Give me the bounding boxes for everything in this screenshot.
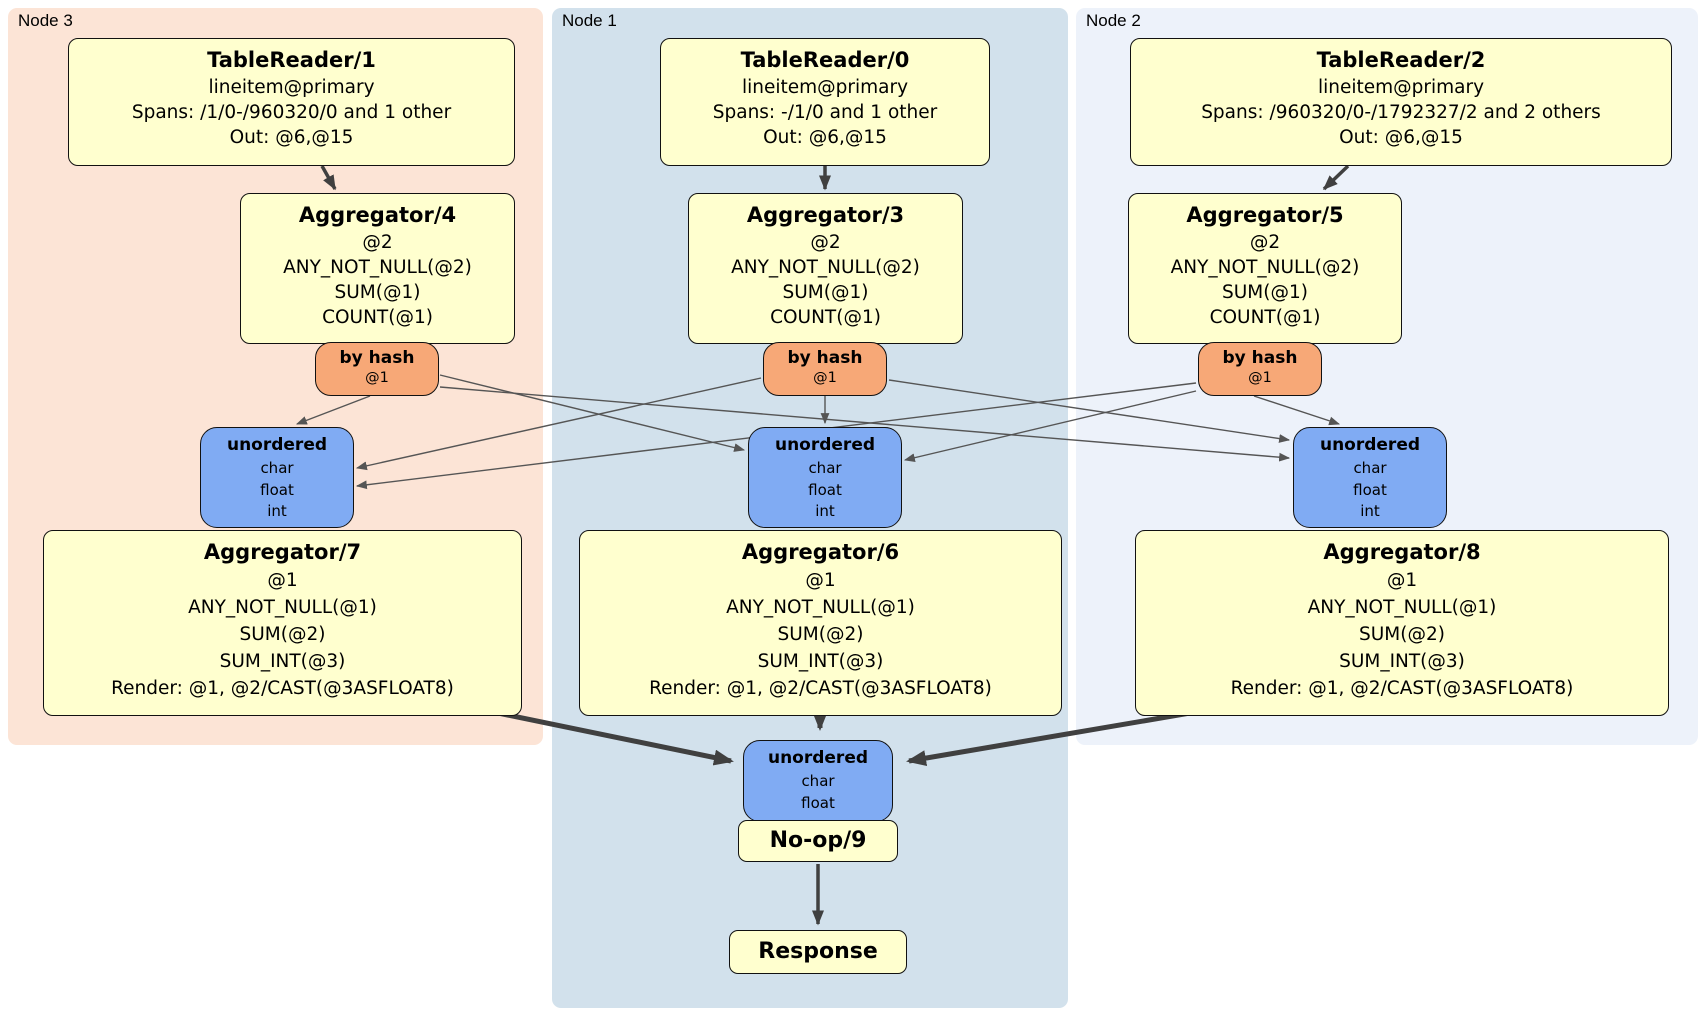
unordered-sync-center-title: unordered (774, 435, 876, 455)
aggregator-7-group: @1 (267, 570, 298, 591)
aggregator-4-title: Aggregator/4 (298, 203, 457, 227)
unordered-sync-center-type2: float (808, 480, 842, 499)
tablereader-0-title: TableReader/0 (740, 48, 910, 72)
tablereader-0-out: Out: @6,@15 (763, 127, 887, 148)
aggregator-4-fn2: SUM(@1) (334, 282, 421, 303)
aggregator-7-render: Render: @1, @2/CAST(@3ASFLOAT8) (111, 678, 454, 699)
unordered-sync-right-title: unordered (1319, 435, 1421, 455)
hash-router-right: by hash @1 (1198, 342, 1322, 396)
aggregator-7-fn1: ANY_NOT_NULL(@1) (188, 597, 377, 618)
hash-router-right-key: @1 (1248, 370, 1272, 386)
node1-label: Node 1 (562, 11, 617, 30)
aggregator-3-group: @2 (810, 232, 841, 253)
unordered-sync-left-type2: float (260, 480, 294, 499)
aggregator-8-group: @1 (1386, 570, 1418, 591)
aggregator-7-box: Aggregator/7 @1 ANY_NOT_NULL(@1) SUM(@2)… (43, 530, 522, 716)
hash-router-left-key: @1 (365, 370, 389, 386)
hash-router-left: by hash @1 (315, 342, 439, 396)
aggregator-4-box: Aggregator/4 @2 ANY_NOT_NULL(@2) SUM(@1)… (240, 193, 515, 344)
noop-9-title: No-op/9 (769, 828, 867, 853)
unordered-sync-center-type1: char (808, 459, 842, 477)
final-unordered-sync-type1: char (801, 772, 835, 790)
aggregator-6-render: Render: @1, @2/CAST(@3ASFLOAT8) (649, 678, 992, 699)
tablereader-1-spans: Spans: /1/0-/960320/0 and 1 other (131, 102, 452, 123)
aggregator-6-group: @1 (805, 570, 836, 591)
node2-label: Node 2 (1086, 11, 1141, 30)
aggregator-3-fn1: ANY_NOT_NULL(@2) (731, 257, 920, 278)
aggregator-8-fn2: SUM(@2) (1359, 624, 1445, 645)
aggregator-7-fn2: SUM(@2) (239, 624, 326, 645)
aggregator-5-group: @2 (1249, 232, 1281, 253)
tablereader-2-spans: Spans: /960320/0-/1792327/2 and 2 others (1201, 102, 1601, 123)
hash-router-center-title: by hash (787, 348, 863, 368)
aggregator-5-fn1: ANY_NOT_NULL(@2) (1170, 257, 1360, 278)
aggregator-5-box: Aggregator/5 @2 ANY_NOT_NULL(@2) SUM(@1)… (1128, 193, 1402, 344)
hash-router-center: by hash @1 (763, 342, 887, 396)
tablereader-0-spans: Spans: -/1/0 and 1 other (712, 102, 938, 123)
aggregator-7-title: Aggregator/7 (203, 540, 362, 564)
aggregator-5-title: Aggregator/5 (1186, 203, 1344, 227)
aggregator-3-fn2: SUM(@1) (782, 282, 869, 303)
aggregator-4-fn1: ANY_NOT_NULL(@2) (283, 257, 472, 278)
tablereader-1-box: TableReader/1 lineitem@primary Spans: /1… (68, 38, 515, 166)
tablereader-1-index: lineitem@primary (208, 77, 375, 98)
response-title: Response (758, 939, 878, 964)
aggregator-8-fn1: ANY_NOT_NULL(@1) (1307, 597, 1497, 618)
aggregator-3-title: Aggregator/3 (746, 203, 905, 227)
unordered-sync-left-title: unordered (226, 435, 328, 455)
tablereader-2-out: Out: @6,@15 (1339, 127, 1463, 148)
unordered-sync-left: unordered char float int (200, 427, 354, 528)
unordered-sync-left-type3: int (267, 502, 287, 520)
aggregator-8-title: Aggregator/8 (1323, 540, 1481, 564)
tablereader-1-out: Out: @6,@15 (229, 127, 354, 148)
aggregator-3-fn3: COUNT(@1) (770, 307, 881, 328)
tablereader-2-box: TableReader/2 lineitem@primary Spans: /9… (1130, 38, 1672, 166)
aggregator-4-group: @2 (362, 232, 393, 253)
aggregator-6-fn3: SUM_INT(@3) (757, 651, 884, 672)
unordered-sync-right-type1: char (1353, 459, 1387, 477)
unordered-sync-right-type3: int (1360, 502, 1380, 520)
final-unordered-sync: unordered char float (743, 740, 893, 822)
unordered-sync-center-type3: int (815, 502, 835, 520)
aggregator-7-fn3: SUM_INT(@3) (219, 651, 346, 672)
unordered-sync-right-type2: float (1353, 480, 1387, 499)
noop-9-box: No-op/9 (738, 820, 898, 862)
aggregator-8-render: Render: @1, @2/CAST(@3ASFLOAT8) (1230, 678, 1574, 699)
tablereader-2-index: lineitem@primary (1317, 77, 1485, 98)
aggregator-6-fn1: ANY_NOT_NULL(@1) (726, 597, 915, 618)
aggregator-5-fn2: SUM(@1) (1222, 282, 1308, 303)
unordered-sync-left-type1: char (260, 459, 294, 477)
tablereader-2-title: TableReader/2 (1316, 48, 1486, 72)
tablereader-0-box: TableReader/0 lineitem@primary Spans: -/… (660, 38, 990, 166)
final-unordered-sync-title: unordered (767, 748, 869, 768)
unordered-sync-right: unordered char float int (1293, 427, 1447, 528)
aggregator-6-box: Aggregator/6 @1 ANY_NOT_NULL(@1) SUM(@2)… (579, 530, 1062, 716)
aggregator-8-fn3: SUM_INT(@3) (1339, 651, 1465, 672)
aggregator-6-title: Aggregator/6 (741, 540, 900, 564)
hash-router-left-title: by hash (339, 348, 415, 368)
response-box: Response (729, 930, 907, 974)
aggregator-8-box: Aggregator/8 @1 ANY_NOT_NULL(@1) SUM(@2)… (1135, 530, 1669, 716)
aggregator-3-box: Aggregator/3 @2 ANY_NOT_NULL(@2) SUM(@1)… (688, 193, 963, 344)
aggregator-5-fn3: COUNT(@1) (1209, 307, 1321, 328)
tablereader-1-title: TableReader/1 (207, 48, 376, 72)
aggregator-4-fn3: COUNT(@1) (322, 307, 433, 328)
hash-router-right-title: by hash (1222, 348, 1298, 368)
aggregator-6-fn2: SUM(@2) (777, 624, 864, 645)
unordered-sync-center: unordered char float int (748, 427, 902, 528)
hash-router-center-key: @1 (813, 370, 837, 386)
tablereader-0-index: lineitem@primary (741, 77, 909, 98)
node3-label: Node 3 (18, 11, 73, 30)
final-unordered-sync-type2: float (801, 793, 835, 812)
